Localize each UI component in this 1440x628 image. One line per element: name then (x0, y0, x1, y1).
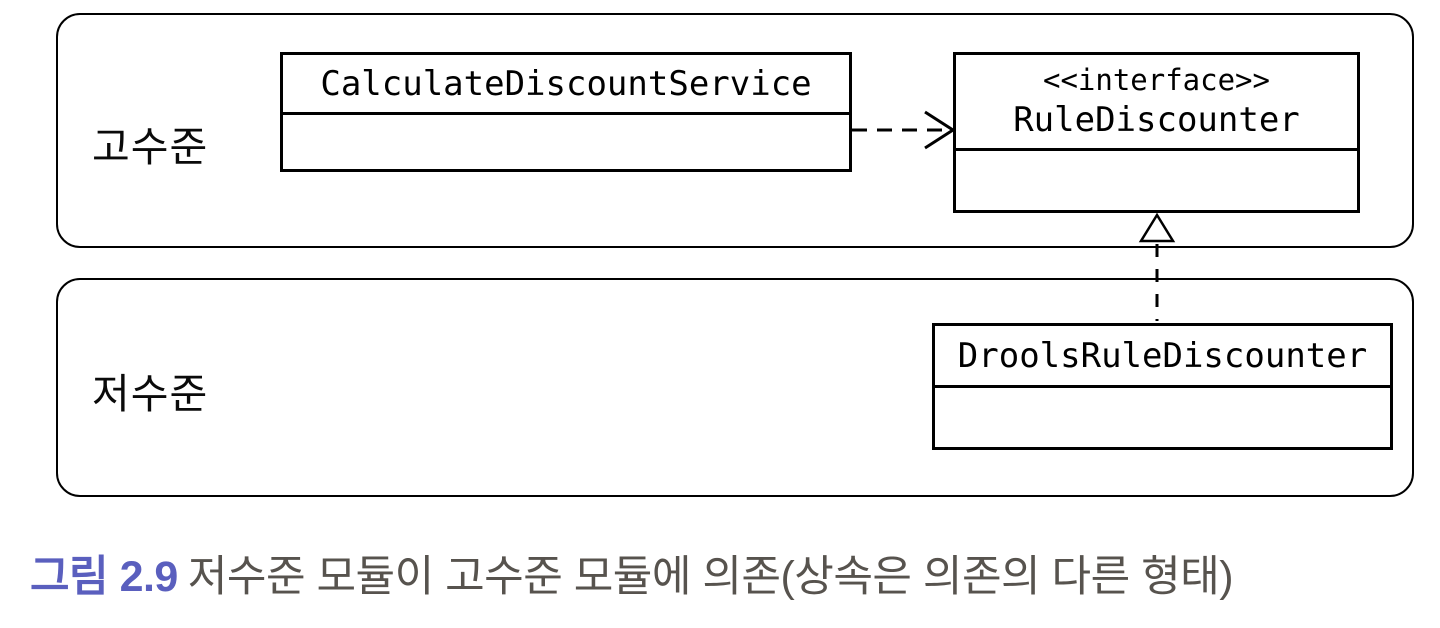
interface-box-rule-discounter: <<interface>> RuleDiscounter (953, 52, 1360, 213)
interface-stereotype: <<interface>> (1043, 63, 1270, 98)
class-name-drools-rule-discounter: DroolsRuleDiscounter (935, 326, 1390, 388)
class-box-drools-rule-discounter: DroolsRuleDiscounter (932, 323, 1393, 450)
high-level-layer-label: 고수준 (92, 124, 209, 170)
high-level-layer-container (56, 13, 1414, 248)
class-box-calculate-discount-service: CalculateDiscountService (280, 52, 852, 172)
figure-caption-text: 저수준 모듈이 고수준 모듈에 의존(상속은 의존의 다른 형태) (187, 553, 1234, 601)
low-level-layer-label: 저수준 (92, 371, 209, 417)
interface-name-rule-discounter: RuleDiscounter (1013, 99, 1300, 140)
interface-title: <<interface>> RuleDiscounter (956, 55, 1357, 151)
figure-caption-number: 그림 2.9 (30, 553, 178, 601)
low-level-layer-container (56, 278, 1414, 497)
class-name-calculate-discount-service: CalculateDiscountService (283, 55, 849, 115)
